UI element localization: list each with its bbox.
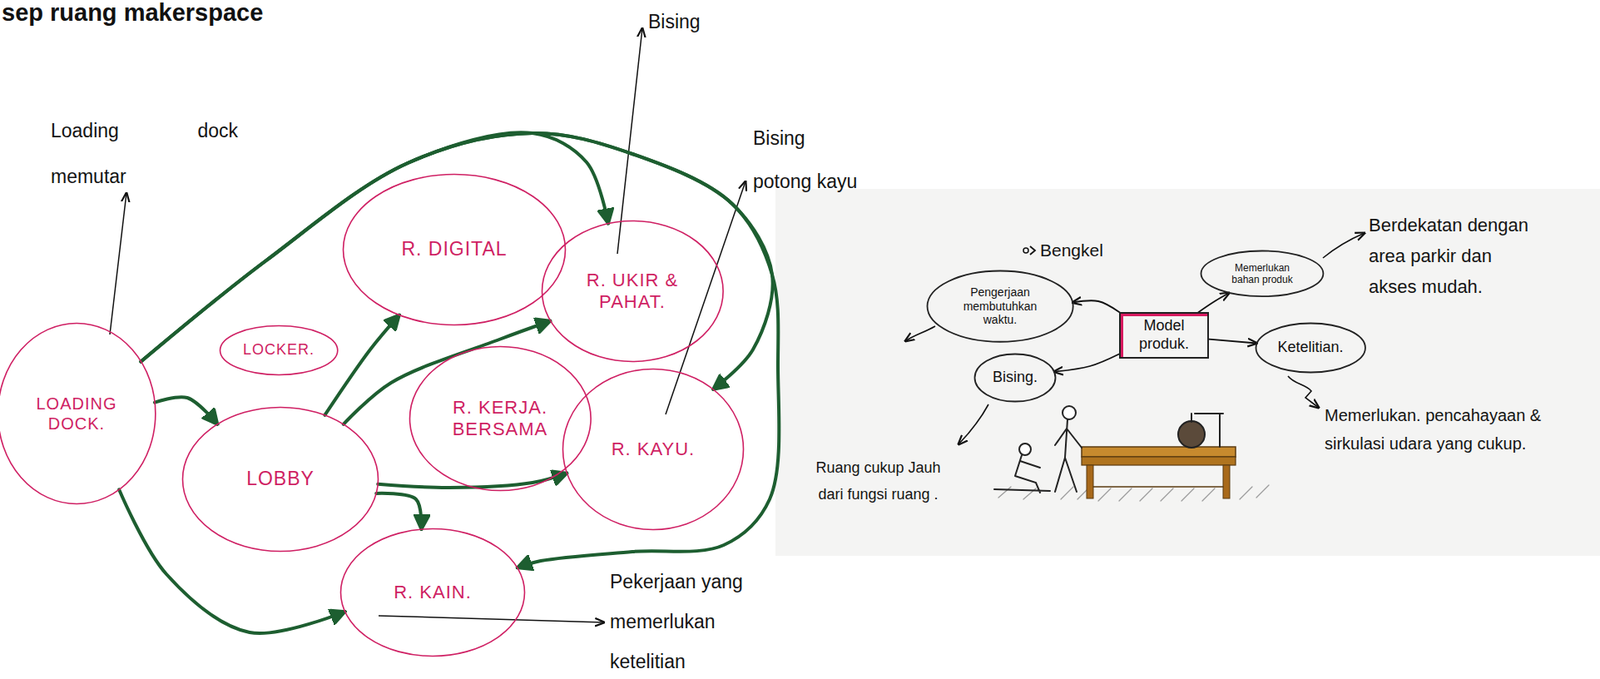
flow-arrow [377,473,567,488]
sketch-arrow [905,326,936,342]
room-name: LOBBY [246,467,315,491]
workbench-front [1081,456,1236,466]
room-name: LOADING DOCK. [26,393,127,434]
note-ellipse: Pengerjaan membutuhkan waktu. [926,269,1075,343]
seated-person [994,455,1051,493]
room-ellipse: LOCKER. [218,324,339,377]
page-title: sep ruang makerspace [1,0,263,27]
room-ellipse: R. KAIN. [339,527,526,658]
workshop-illustration [994,406,1269,501]
ellipse-outline [926,270,1073,342]
annotation-label: Pekerjaan yang memerlukan ketelitian [609,561,756,679]
annotation-label: Bising [648,8,701,35]
flow-arrow [140,133,779,568]
room-ellipse: LOBBY [181,406,380,553]
person-head [1062,406,1076,420]
person-head [1019,443,1031,456]
saw-blade [1178,421,1205,448]
room-ellipse: R. UKIR & PAHAT. [540,219,725,363]
product-box: Model produk. [1119,312,1209,358]
flow-arrow [1198,292,1229,313]
annotation-label: Bising potong kayu [752,116,863,204]
room-ellipse: R. KAYU. [561,367,745,531]
standing-person [1055,419,1082,492]
note-text: Pengerjaan membutuhkan waktu. [954,285,1046,327]
flow-arrow [140,132,609,362]
arrow-symbol [1030,246,1036,255]
ellipse-outline [975,354,1056,402]
note-text: Ketelitian. [1277,338,1343,357]
note-ellipse: Bising. [973,352,1057,403]
flow-arrow [324,315,399,416]
note-text: Memerlukan bahan produk [1224,262,1300,287]
room-ellipse: LOADING DOCK. [0,321,157,506]
ellipse-outline [183,407,379,552]
flow-arrow [1054,353,1120,372]
room-name: R. DIGITAL [401,237,507,262]
room-name: R. KAYU. [611,438,696,461]
workbench-leg [1086,465,1094,499]
flow-arrow [118,489,345,634]
workbench-top [1081,446,1236,457]
flow-arrow [1072,300,1120,313]
ellipse-outline [0,323,156,505]
flow-arrow [376,493,422,530]
workbench-leg [1223,465,1230,499]
annotation-label: Ruang cukup Jauh dari fungsi ruang . [805,454,952,508]
note-ellipse: Memerlukan bahan produk [1199,249,1325,298]
room-name: R. KAIN. [393,581,472,604]
leader-line [665,181,746,415]
annotation-label: Berdekatan dengan area parkir dan akses … [1368,209,1537,303]
ellipse-outline [343,174,566,326]
leader-line [617,28,643,254]
room-ellipse: R. DIGITAL [341,173,567,327]
note-text: Model produk. [1126,317,1202,353]
ellipse-outline [1201,251,1324,298]
leader-line [378,615,605,623]
room-name: R. KERJA. BERSAMA [441,396,559,441]
flow-arrow [154,396,218,425]
room-name: LOCKER. [242,341,315,360]
ellipse-outline [1255,323,1365,373]
ellipse-outline [563,369,744,531]
sketch-arrow [1287,376,1319,408]
ellipse-outline [219,326,337,376]
room-name: R. UKIR & PAHAT. [574,269,691,314]
ellipse-outline [541,221,724,362]
annotation-label: Bengkel [1040,238,1104,263]
ellipse-outline [341,529,526,657]
sketch-arrow [958,404,989,445]
room-ellipse: R. KERJA. BERSAMA [408,345,593,492]
note-text: Bising. [992,368,1038,387]
node-outline [0,321,157,506]
ellipse-outline [409,346,591,491]
note-ellipse: Ketelitian. [1254,321,1367,374]
saw-frame [1191,413,1224,447]
annotation-label: Memerlukan. pencahayaan & sirkulasi udar… [1324,401,1554,458]
workbench-brace [1093,485,1224,488]
sketch-paper [775,188,1600,556]
bullet-symbol [1023,247,1029,253]
annotation-label: Loading dock memutar [50,108,238,200]
leader-line [109,193,127,335]
sketch-arrow [1322,232,1365,258]
flow-arrow [1208,339,1257,344]
